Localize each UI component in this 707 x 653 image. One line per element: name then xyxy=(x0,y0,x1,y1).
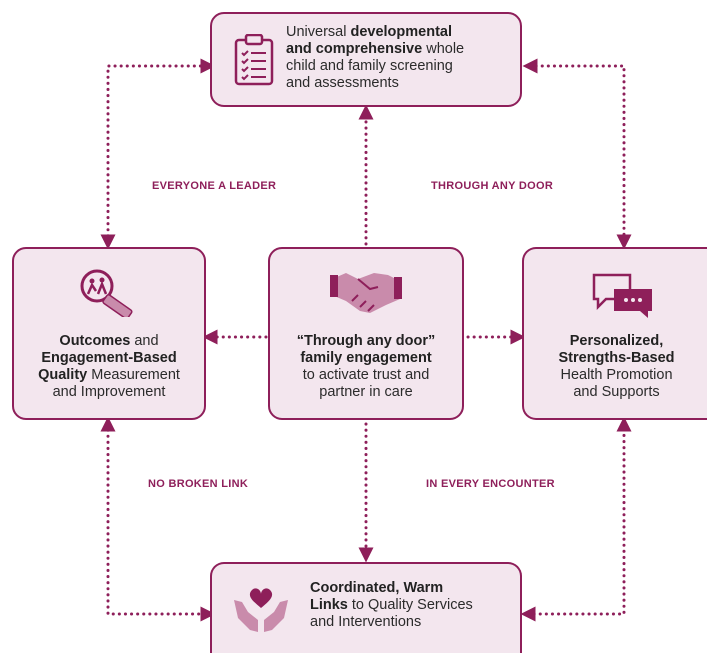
outcomes-text: Outcomes and Engagement-Based Quality Me… xyxy=(14,333,204,401)
screening-text-5: child and family screening xyxy=(286,58,453,74)
screening-text-2: developmental xyxy=(350,24,452,40)
outcomes-text-1b: and xyxy=(130,333,159,349)
warm-links-text-2b: to Quality Services xyxy=(347,597,473,613)
outcomes-text-2: Engagement-Based xyxy=(41,350,177,366)
box-outcomes: Outcomes and Engagement-Based Quality Me… xyxy=(12,247,206,420)
connector-bottom-right xyxy=(520,416,632,622)
health-promotion-text-3: Health Promotion xyxy=(560,367,673,383)
engagement-text: “Through any door” family engagement to … xyxy=(270,333,462,401)
connector-top-right xyxy=(522,58,632,250)
box-family-engagement: “Through any door” family engagement to … xyxy=(268,247,464,420)
label-no-broken-link: NO BROKEN LINK xyxy=(148,478,249,490)
health-promotion-text-1: Personalized, xyxy=(569,333,664,349)
screening-text-1: Universal xyxy=(286,24,351,40)
clipboard-icon xyxy=(234,34,274,86)
box-warm-links: Coordinated, Warm Links to Quality Servi… xyxy=(210,562,522,653)
health-promotion-text: Personalized, Strengths-Based Health Pro… xyxy=(524,333,707,401)
outcomes-text-3: Quality xyxy=(38,367,88,383)
connector-top-left xyxy=(100,58,216,250)
engagement-text-3: to activate trust and xyxy=(302,367,430,383)
warm-links-text-3: and Interventions xyxy=(310,614,422,630)
engagement-text-1: “Through any door” xyxy=(296,333,436,349)
outcomes-text-4: and Improvement xyxy=(52,384,166,400)
magnifier-icon xyxy=(80,269,133,317)
screening-text: Universal developmental and comprehensiv… xyxy=(286,24,518,92)
engagement-text-2: family engagement xyxy=(300,350,432,366)
handshake-icon xyxy=(330,273,402,313)
warm-links-text-2a: Links xyxy=(310,597,348,613)
screening-text-3: and comprehensive xyxy=(286,41,423,57)
outcomes-text-3b: Measurement xyxy=(87,367,180,383)
box-screening: Universal developmental and comprehensiv… xyxy=(210,12,522,107)
screening-text-6: and assessments xyxy=(286,75,399,91)
label-in-every-encounter: IN EVERY ENCOUNTER xyxy=(426,478,555,490)
engagement-text-4: partner in care xyxy=(319,384,413,400)
warm-links-text-1: Coordinated, Warm xyxy=(310,580,444,596)
health-promotion-text-4: and Supports xyxy=(573,384,660,400)
outcomes-text-1: Outcomes xyxy=(59,333,131,349)
chat-bubbles-icon xyxy=(592,273,652,318)
label-everyone-a-leader: EVERYONE A LEADER xyxy=(152,180,277,192)
heart-hands-icon xyxy=(234,588,288,632)
box-health-promotion: Personalized, Strengths-Based Health Pro… xyxy=(522,247,707,420)
connector-bottom-left xyxy=(100,416,216,622)
health-promotion-text-2: Strengths-Based xyxy=(558,350,675,366)
warm-links-text: Coordinated, Warm Links to Quality Servi… xyxy=(310,580,520,631)
screening-text-4: whole xyxy=(422,41,465,57)
label-through-any-door: THROUGH ANY DOOR xyxy=(431,180,554,192)
